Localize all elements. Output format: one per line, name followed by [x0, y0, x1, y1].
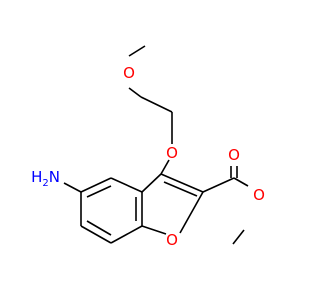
bond-o1-c7a [141, 225, 167, 235]
amine-h-label: H [31, 168, 42, 186]
amine-subscript-2: 2 [42, 178, 48, 189]
bond-methoxy-ch2 [128, 87, 142, 98]
bond-c3a-c4 [110, 177, 143, 193]
bond-c7-c7a [110, 225, 143, 244]
bond-c3a-c3 [141, 173, 162, 193]
bond-c2-o1 [179, 191, 204, 234]
furan-oxygen-label: O [166, 231, 178, 249]
carbonyl-oxygen-label: O [228, 146, 240, 164]
bond-ch2-ch2 [140, 96, 173, 113]
bond-methyl-methoxy [128, 45, 146, 57]
bond-c2-carbonyl-c [202, 177, 235, 193]
amine-n-label: N [49, 168, 60, 186]
bond-c6-c7 [80, 225, 112, 244]
bond-ester-o-methyl [232, 229, 245, 245]
molecule-svg: O O O O O H2N [31, 45, 265, 249]
amine-label: H2N [31, 168, 60, 189]
bond-ether-c3 [160, 159, 170, 175]
bond-inner-c4-c5 [86, 185, 112, 198]
bond-c4-c5 [80, 177, 112, 193]
structure-diagram: O O O O O H2N [31, 45, 265, 249]
bond-inner-c6-c7 [86, 220, 112, 236]
bond-c3-c2 [160, 173, 204, 193]
bond-inner-c3-c2 [163, 181, 198, 197]
methoxy-oxygen-label: O [123, 64, 135, 82]
bond-c5-amine [63, 182, 82, 193]
bond-carbonyl-c-ester-o [233, 177, 249, 187]
ester-oxygen-label: O [253, 186, 265, 204]
ether-oxygen-label: O [166, 144, 178, 162]
